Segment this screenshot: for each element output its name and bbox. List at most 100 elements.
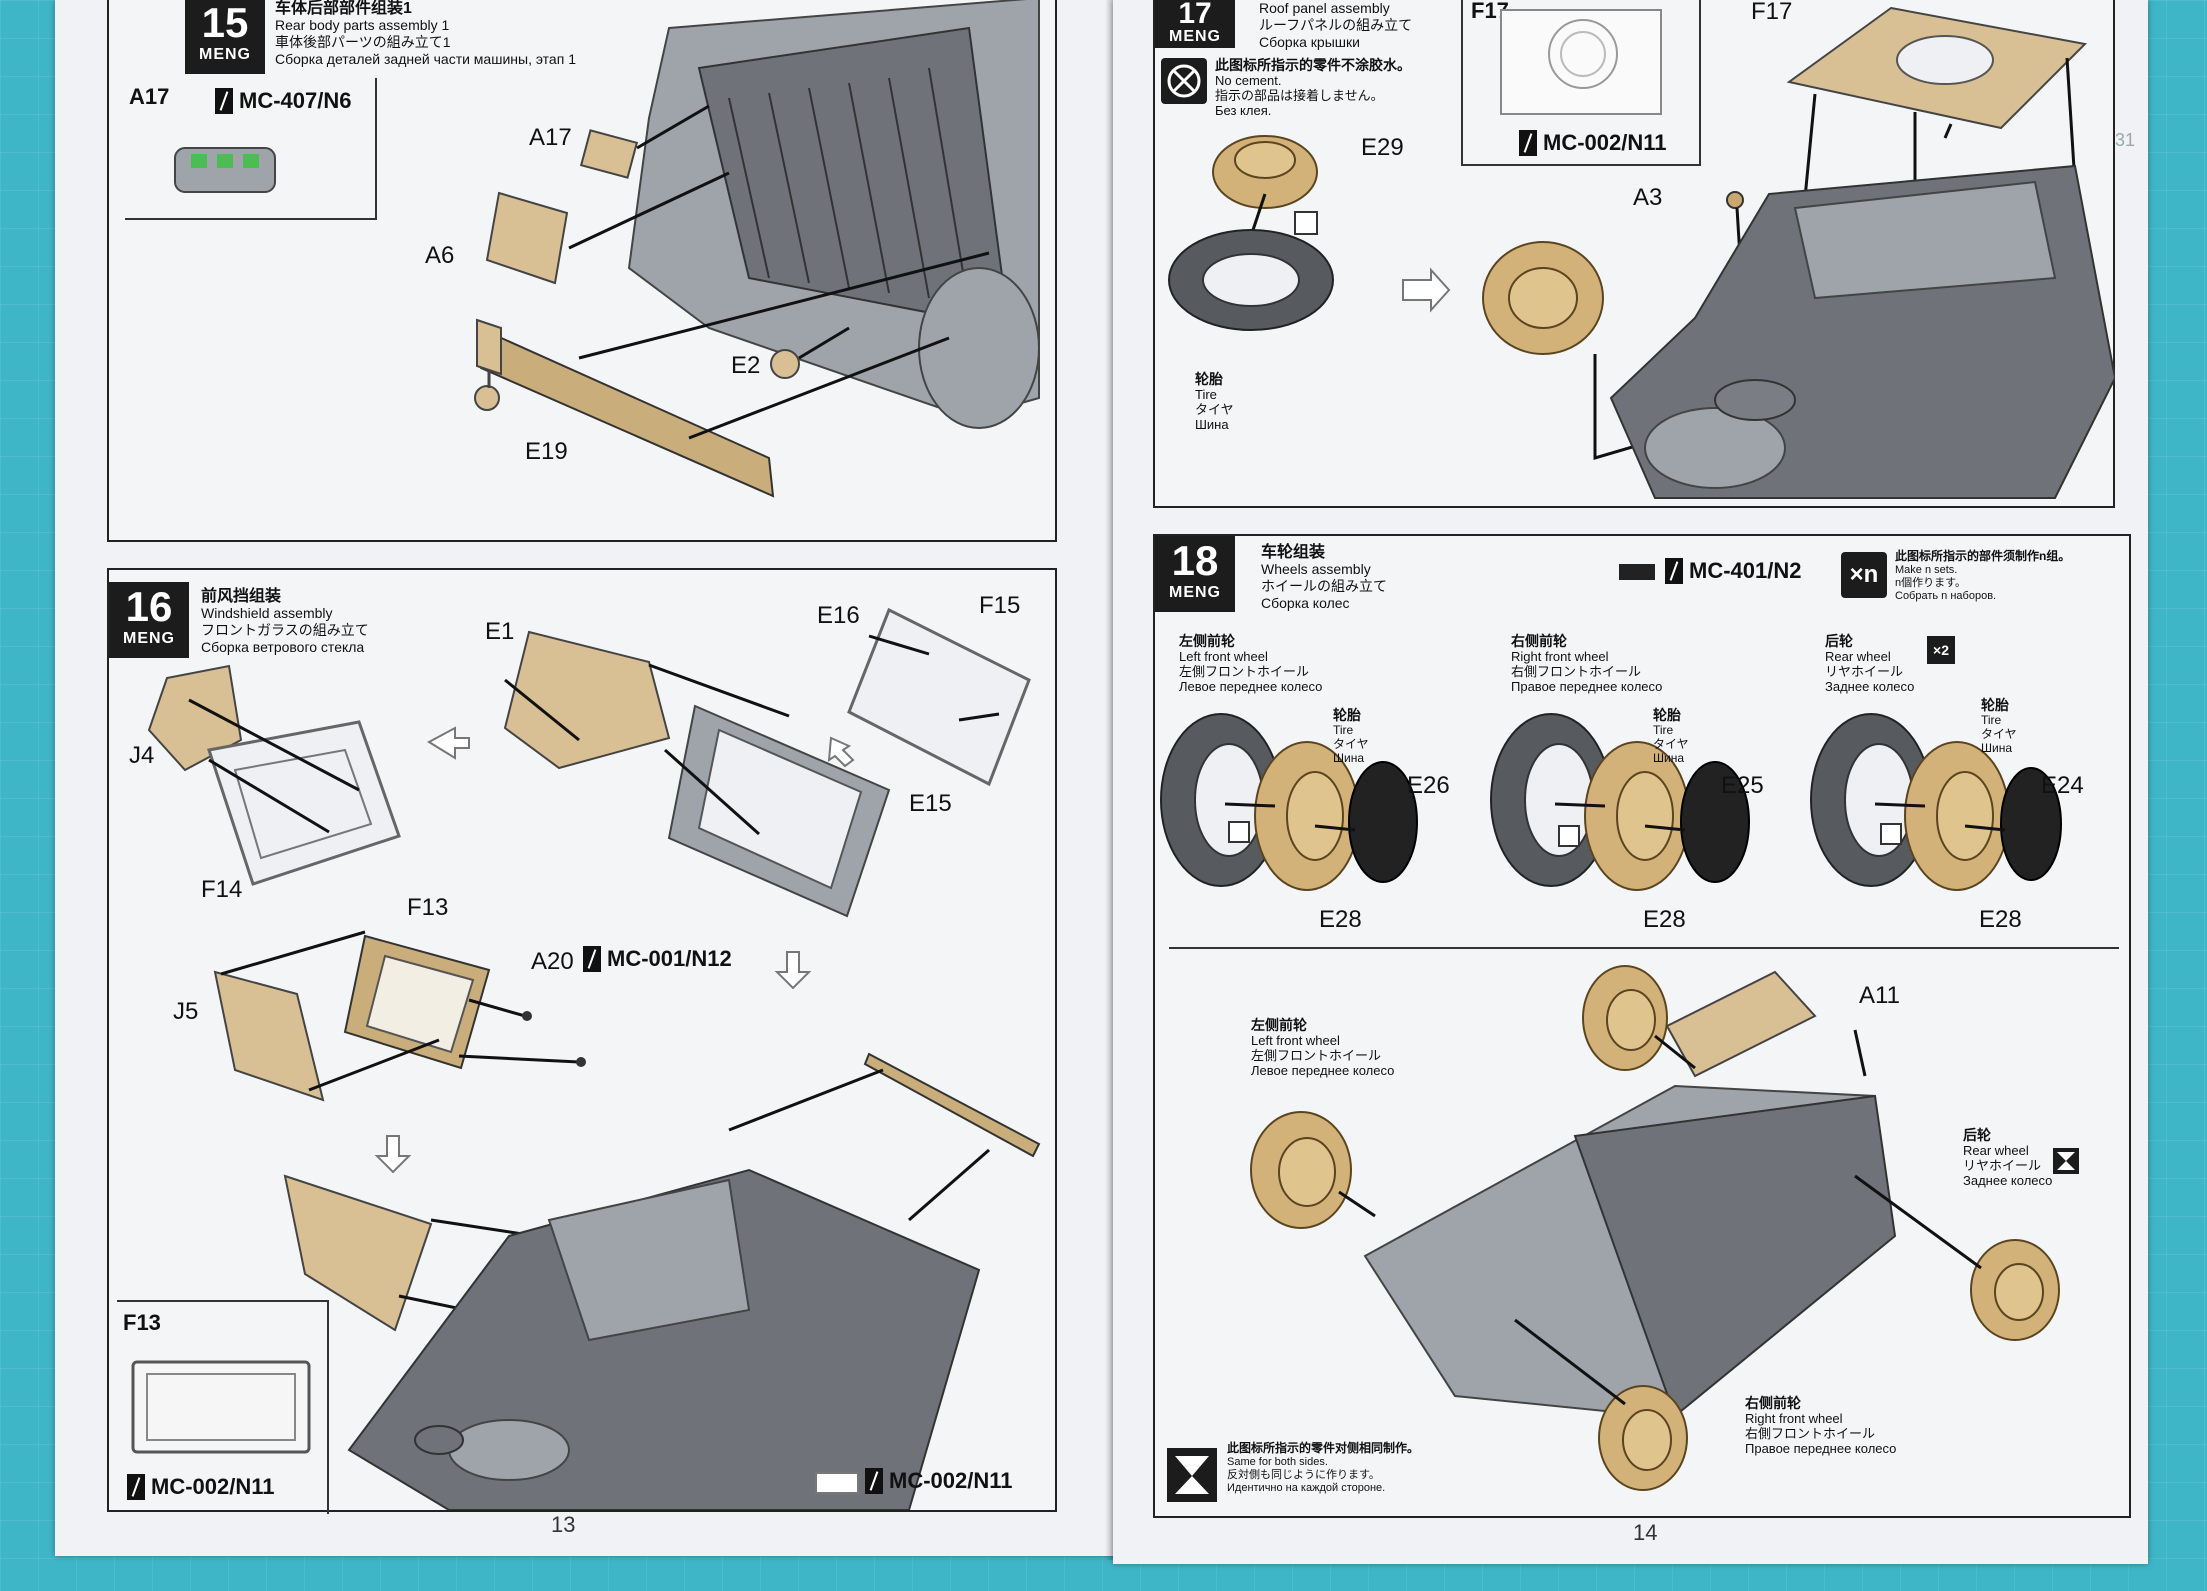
xn-jp: n個作ります。 bbox=[1895, 577, 1967, 589]
label-a6: A6 bbox=[425, 242, 455, 269]
lower-right-front-label: 右侧前轮 Right front wheel 右側フロントホイール Правое… bbox=[1745, 1396, 1897, 1457]
label-en: Rear wheel bbox=[1963, 1143, 2029, 1158]
label-f14: F14 bbox=[201, 876, 243, 903]
step-16-titles: 前风挡组装 Windshield assembly フロントガラスの組み立て С… bbox=[201, 588, 369, 656]
right-page: 31 17 MENG Roof panel assembly ルーフパネルの組み… bbox=[1113, 0, 2148, 1564]
group-zh: 右侧前轮 bbox=[1511, 633, 1567, 649]
a20-paint-code: MC-001/N12 bbox=[583, 946, 732, 972]
inset-paint-code: MC-407/N6 bbox=[215, 88, 351, 114]
label-en: Left front wheel bbox=[1251, 1033, 1340, 1048]
note-zh: 此图标所指示的零件对侧相同制作。 bbox=[1227, 1441, 1420, 1455]
lower-rear-label: 后轮 Rear wheel リヤホイール Заднее колесо bbox=[1963, 1127, 2052, 1189]
note-ru: Без клея. bbox=[1215, 103, 1272, 118]
group-zh: 左侧前轮 bbox=[1179, 633, 1235, 649]
left-page: 15 MENG 车体后部部件组装1 Rear body parts assemb… bbox=[55, 0, 1115, 1556]
tire-en: Tire bbox=[1333, 723, 1354, 737]
lower-left-front-label: 左侧前轮 Left front wheel 左側フロントホイール Левое п… bbox=[1251, 1017, 1394, 1079]
group-right-front-title: 右侧前轮 Right front wheel 右側フロントホイール Правое… bbox=[1511, 633, 1663, 695]
part-f13-preview bbox=[131, 1360, 311, 1454]
tire-zh: 轮胎 bbox=[1653, 707, 1681, 723]
paint-icon bbox=[865, 1468, 883, 1494]
label-e1: E1 bbox=[485, 618, 515, 645]
label-zh: 后轮 bbox=[1963, 1127, 1991, 1143]
group-ru: Левое переднее колесо bbox=[1179, 679, 1323, 694]
paint-code-text: MC-407/N6 bbox=[239, 88, 352, 113]
tire-en: Tire bbox=[1653, 723, 1674, 737]
no-cement-icon bbox=[1161, 58, 1207, 104]
label-j5: J5 bbox=[173, 998, 199, 1025]
title-jp: ホイールの組み立て bbox=[1261, 578, 1387, 594]
label-e26: E26 bbox=[1407, 772, 1450, 799]
title-ru: Сборка деталей задней части машины, этап… bbox=[275, 51, 576, 67]
group-en: Left front wheel bbox=[1179, 649, 1268, 664]
label-ru: Правое переднее колесо bbox=[1745, 1441, 1897, 1456]
label-jp: リヤホイール bbox=[1963, 1158, 2042, 1173]
step-18-titles: 车轮组装 Wheels assembly ホイールの組み立て Сборка ко… bbox=[1261, 544, 1387, 612]
title-en: Wheels assembly bbox=[1261, 561, 1371, 577]
tire-zh: 轮胎 bbox=[1981, 697, 2009, 713]
title-en: Rear body parts assembly 1 bbox=[275, 17, 450, 33]
step-15-badge: 15 MENG bbox=[185, 0, 265, 74]
step-18-panel: 18 MENG 车轮组装 Wheels assembly ホイールの組み立て С… bbox=[1153, 534, 2131, 1518]
title-jp: ルーフパネルの組み立て bbox=[1259, 17, 1413, 33]
xn-text: ×n bbox=[1849, 561, 1879, 588]
step-17-inset: F17 MC-002/N11 bbox=[1461, 0, 1701, 166]
tire-jp: タイヤ bbox=[1195, 402, 1234, 417]
label-e2: E2 bbox=[731, 352, 761, 379]
title-ru: Сборка крышки bbox=[1259, 34, 1360, 50]
title-jp: 車体後部パーツの組み立て1 bbox=[275, 34, 451, 50]
paint-code-text: MC-002/N11 bbox=[151, 1474, 275, 1499]
title-en: Windshield assembly bbox=[201, 605, 333, 621]
label-j4: J4 bbox=[129, 742, 155, 769]
paint-code-text: MC-401/N2 bbox=[1689, 558, 1802, 583]
tire-en: Tire bbox=[1981, 713, 2002, 727]
inset-part-label: F13 bbox=[123, 1310, 161, 1335]
note-jp: 指示の部品は接着しません。 bbox=[1215, 88, 1384, 103]
tire-jp: タイヤ bbox=[1653, 737, 1689, 751]
clear-swatch bbox=[815, 1472, 859, 1494]
step-16-panel: 16 MENG 前风挡组装 Windshield assembly フロントガラ… bbox=[107, 568, 1057, 1514]
note-en: No cement. bbox=[1215, 73, 1282, 88]
group-left-front-title: 左侧前轮 Left front wheel 左側フロントホイール Левое п… bbox=[1179, 633, 1323, 695]
paint-icon bbox=[1665, 558, 1683, 584]
label-f17: F17 bbox=[1751, 0, 1793, 25]
tire-label-1: 轮胎 Tire タイヤ Шина bbox=[1333, 708, 1369, 765]
bottom-paint-code: MC-002/N11 bbox=[865, 1468, 1013, 1494]
part-f17-preview bbox=[1500, 9, 1662, 115]
xn-zh: 此图标所指示的部件须制作n组。 bbox=[1895, 549, 2071, 563]
title-ru: Сборка колес bbox=[1261, 595, 1350, 611]
tire-ru: Шина bbox=[1653, 751, 1685, 765]
tire-zh: 轮胎 bbox=[1195, 371, 1223, 387]
label-a3: A3 bbox=[1633, 184, 1663, 211]
label-en: Right front wheel bbox=[1745, 1411, 1843, 1426]
step-17-badge: 17 MENG bbox=[1155, 0, 1235, 48]
paint-code-text: MC-002/N11 bbox=[889, 1468, 1013, 1493]
paint-icon bbox=[215, 88, 233, 114]
rear-multiplier-badge: ×2 bbox=[1927, 636, 1955, 664]
label-e28-right: E28 bbox=[1643, 906, 1686, 933]
label-zh: 左侧前轮 bbox=[1251, 1017, 1307, 1033]
tire-jp: タイヤ bbox=[1981, 727, 2017, 741]
paint-icon bbox=[583, 946, 601, 972]
label-a20: A20 bbox=[531, 948, 574, 975]
group-jp: リヤホイール bbox=[1825, 664, 1904, 679]
label-jp: 右側フロントホイール bbox=[1745, 1426, 1876, 1441]
paint-icon bbox=[127, 1474, 145, 1500]
group-en: Right front wheel bbox=[1511, 649, 1609, 664]
label-e15: E15 bbox=[909, 790, 952, 817]
make-n-sets-note: 此图标所指示的部件须制作n组。 Make n sets. n個作ります。 Соб… bbox=[1895, 550, 2070, 603]
step-15-drawing bbox=[474, 0, 1040, 498]
step-15-panel: 15 MENG 车体后部部件组装1 Rear body parts assemb… bbox=[107, 0, 1057, 542]
step-18-badge: 18 MENG bbox=[1155, 536, 1235, 612]
tire-label: 轮胎 Tire タイヤ Шина bbox=[1195, 371, 1234, 433]
group-ru: Правое переднее колесо bbox=[1511, 679, 1663, 694]
note-jp: 反対側も同じように作ります。 bbox=[1227, 1469, 1380, 1481]
paint-swatch-black bbox=[1619, 564, 1655, 580]
step-16-inset: F13 MC-002/N11 bbox=[117, 1300, 329, 1514]
tire-ru: Шина bbox=[1333, 751, 1365, 765]
brand-logo: MENG bbox=[1169, 28, 1221, 45]
tire-ru: Шина bbox=[1981, 741, 2013, 755]
group-ru: Заднее колесо bbox=[1825, 679, 1915, 694]
no-cement-symbol-icon bbox=[1167, 64, 1201, 98]
xn-en: Make n sets. bbox=[1895, 564, 1958, 576]
